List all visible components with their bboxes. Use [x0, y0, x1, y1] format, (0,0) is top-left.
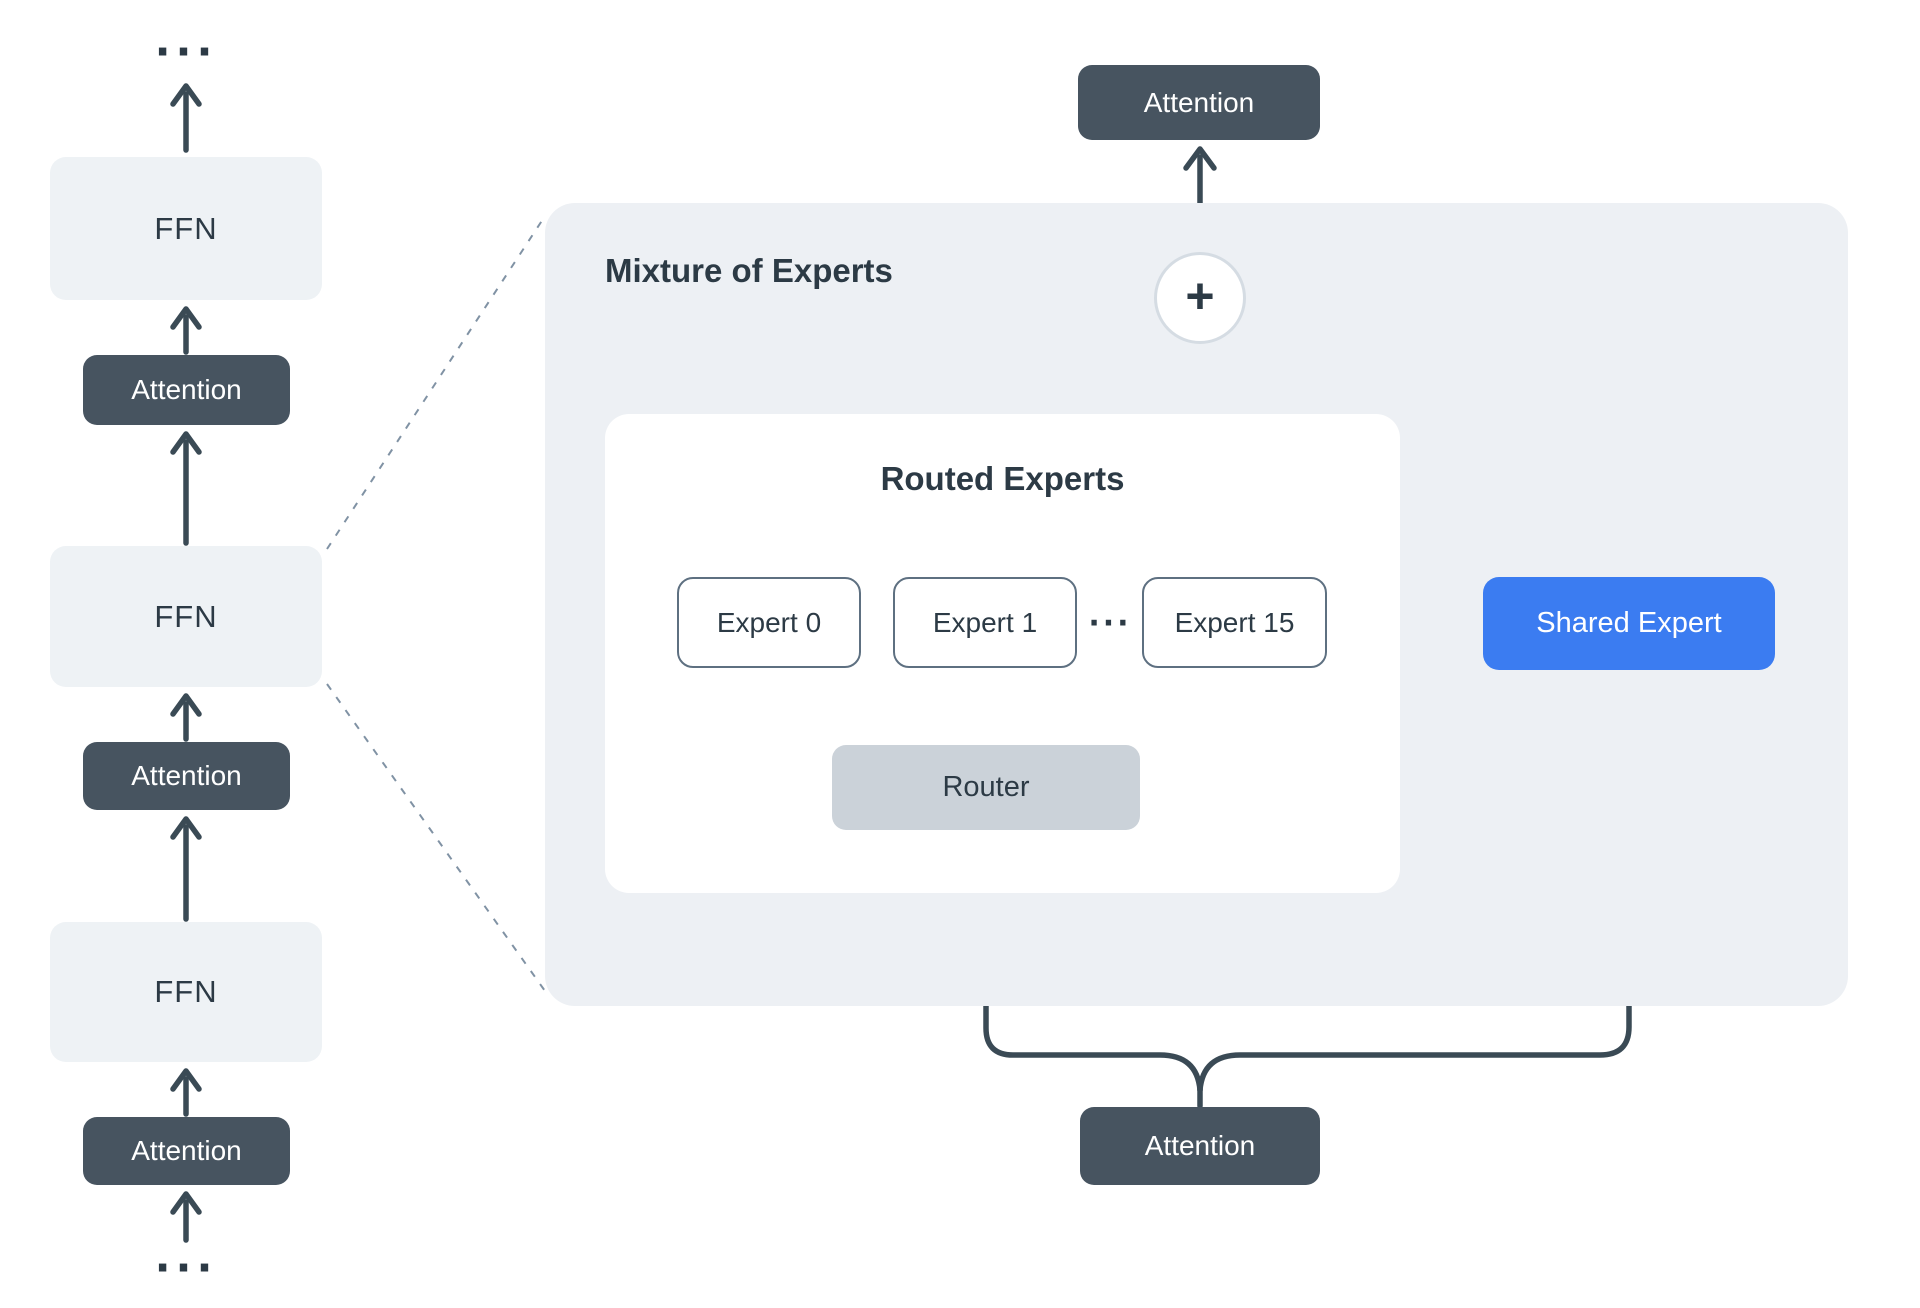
moe-panel-title: Mixture of Experts [605, 252, 893, 289]
arrow-head [170, 306, 202, 330]
stack-ffn-2: FFN [50, 546, 322, 687]
router-input-wire [983, 848, 1203, 1093]
stack-ffn-3: FFN [50, 922, 322, 1062]
attention-bottom-node: Attention [1080, 1107, 1320, 1185]
arrow-head [170, 816, 202, 840]
stack-ffn-1: FFN [50, 157, 322, 300]
arrow-head [170, 1191, 202, 1215]
routed-experts-title: Routed Experts [880, 460, 1125, 497]
zoom-guide-dotted-bottom [326, 683, 546, 992]
router-node: Router [832, 745, 1140, 830]
shared-input-wire [1197, 686, 1632, 1093]
stack-ellipsis-bottom: ··· [154, 1243, 218, 1292]
arrow-head [170, 83, 202, 107]
stack-attention-3: Attention [83, 1117, 290, 1185]
shared-expert-node: Shared Expert [1483, 577, 1775, 670]
arrow-head [170, 1068, 202, 1092]
expert-15-node: Expert 15 [1142, 577, 1327, 668]
stack-attention-1: Attention [83, 355, 290, 425]
arrow-head [170, 431, 202, 455]
expert-1-node: Expert 1 [893, 577, 1077, 668]
arrow-head [170, 693, 202, 717]
experts-ellipsis: ··· [1088, 606, 1132, 641]
sum-node: + [1154, 252, 1246, 344]
arrow-head [1183, 146, 1217, 171]
expert-0-node: Expert 0 [677, 577, 861, 668]
zoom-guide-dotted-top [326, 215, 546, 550]
attention-top-node: Attention [1078, 65, 1320, 140]
stack-ellipsis-top: ··· [154, 27, 218, 76]
stack-attention-2: Attention [83, 742, 290, 810]
